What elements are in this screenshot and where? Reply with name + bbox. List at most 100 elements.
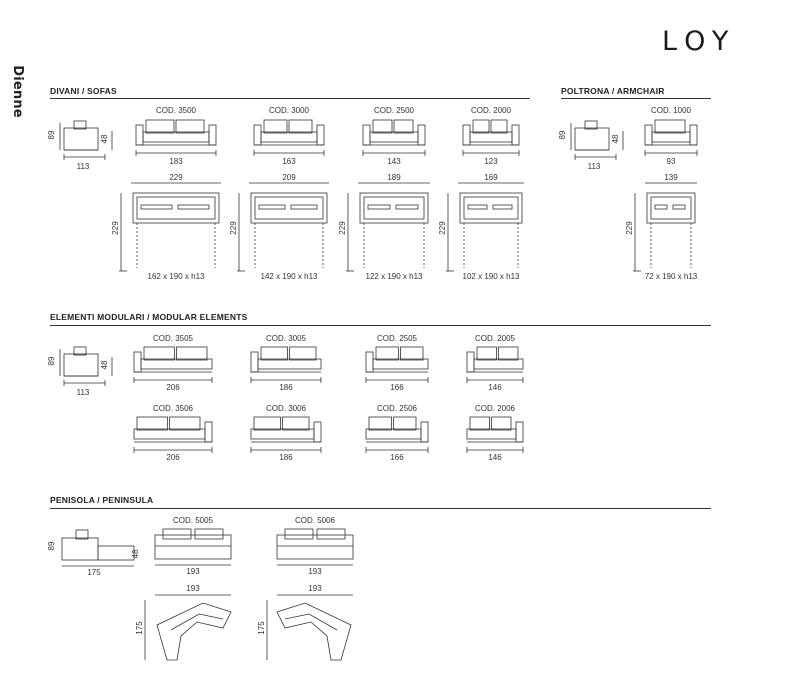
side-height-label: 89	[47, 130, 56, 139]
side-height-label: 89	[47, 356, 56, 365]
side-seat-label: 48	[100, 360, 109, 369]
arm-right	[204, 421, 213, 443]
bed-frame	[459, 192, 523, 224]
peninsula-plan-view: 175	[135, 600, 232, 661]
seat	[257, 358, 322, 370]
product-code-label: COD. 5006	[295, 516, 336, 525]
product-code-label: COD. 2506	[377, 404, 418, 413]
back-cushion	[654, 119, 686, 134]
modular-front-view	[365, 416, 429, 453]
product-code-label: COD. 2006	[475, 404, 516, 413]
peninsula-front-view	[154, 528, 232, 596]
back-cushion	[491, 416, 512, 431]
modular-front-view	[250, 346, 322, 383]
plan-depth-label: 175	[257, 621, 266, 635]
width-label: 206	[166, 383, 180, 392]
product-code-label: COD. 2005	[475, 334, 516, 343]
chaise-body	[97, 545, 135, 561]
side-seat-label: 48	[611, 134, 620, 143]
width-label: 193	[186, 567, 200, 576]
arm-right	[417, 124, 426, 146]
arm-left	[135, 124, 144, 146]
modular-front-view	[133, 416, 213, 453]
mattress-label: 142 x 190 x h13	[261, 272, 318, 281]
seat	[372, 358, 429, 370]
back-cushion	[162, 528, 192, 540]
width-label: 183	[169, 157, 183, 166]
side-cushion	[73, 120, 87, 130]
product-code-label: COD. 2505	[377, 334, 418, 343]
product-code-label: COD. 2000	[471, 106, 512, 115]
product-code-label: COD. 5005	[173, 516, 214, 525]
side-body	[63, 353, 99, 377]
bed-width-label: 189	[387, 173, 401, 182]
back-cushion	[288, 119, 313, 134]
bed-frame	[359, 192, 429, 224]
pillow	[367, 204, 391, 210]
width-label: 163	[282, 157, 296, 166]
seat	[260, 131, 318, 143]
product-code-label: COD. 3006	[266, 404, 307, 413]
back-cushion	[169, 416, 201, 431]
bed-depth-label: 229	[229, 221, 238, 235]
back-cushion	[469, 416, 490, 431]
seat	[365, 428, 422, 440]
bed-depth-label: 229	[111, 221, 120, 235]
pillow	[177, 204, 210, 210]
modular-front-view	[133, 346, 213, 383]
side-depth-label: 113	[77, 162, 90, 171]
peninsula-plan-view: 175	[257, 600, 352, 661]
arm-left	[644, 124, 653, 146]
arm-right	[511, 124, 520, 146]
bed-inner	[363, 196, 425, 220]
section-sofas-heading: DIVANI / SOFAS	[50, 86, 117, 96]
arm-right	[208, 124, 217, 146]
peninsula-seat-line	[284, 613, 338, 631]
width-label: 166	[390, 453, 404, 462]
bed-inner	[254, 196, 324, 220]
side-height-label: 89	[47, 541, 56, 550]
back-cushion	[176, 346, 208, 361]
bed-inner	[136, 196, 216, 220]
product-code-label: COD. 3005	[266, 334, 307, 343]
arm-right	[515, 421, 524, 443]
arm-left	[462, 124, 471, 146]
arm-right	[316, 124, 325, 146]
sofa-front-view	[253, 119, 325, 156]
modular-front-view	[466, 346, 524, 383]
seat	[250, 428, 315, 440]
bed-depth-label: 229	[338, 221, 347, 235]
pillow	[140, 204, 173, 210]
arm-left	[250, 351, 259, 373]
bed-depth-label: 229	[438, 221, 447, 235]
pillow	[492, 204, 513, 210]
back-cushion	[136, 416, 168, 431]
peninsula-front-view	[276, 528, 354, 596]
back-cushion	[289, 346, 317, 361]
plan-width-label: 193	[308, 584, 322, 593]
bed-inner	[650, 196, 692, 220]
arm-left	[365, 351, 374, 373]
sofa-front-view	[462, 119, 520, 156]
bed-frame	[646, 192, 696, 224]
mattress-label: 122 x 190 x h13	[366, 272, 423, 281]
pillow	[395, 204, 419, 210]
pillow	[290, 204, 318, 210]
pillow	[654, 204, 668, 210]
bed-frame	[250, 192, 328, 224]
section-divider	[50, 98, 530, 99]
section-divider	[561, 98, 711, 99]
width-label: 166	[390, 383, 404, 392]
side-cushion	[584, 120, 598, 130]
back-cushion	[368, 416, 392, 431]
width-label: 193	[308, 567, 322, 576]
plan-depth-label: 175	[135, 621, 144, 635]
side-depth-label: 113	[77, 388, 90, 397]
width-label: 146	[488, 453, 502, 462]
side-body	[574, 127, 610, 151]
